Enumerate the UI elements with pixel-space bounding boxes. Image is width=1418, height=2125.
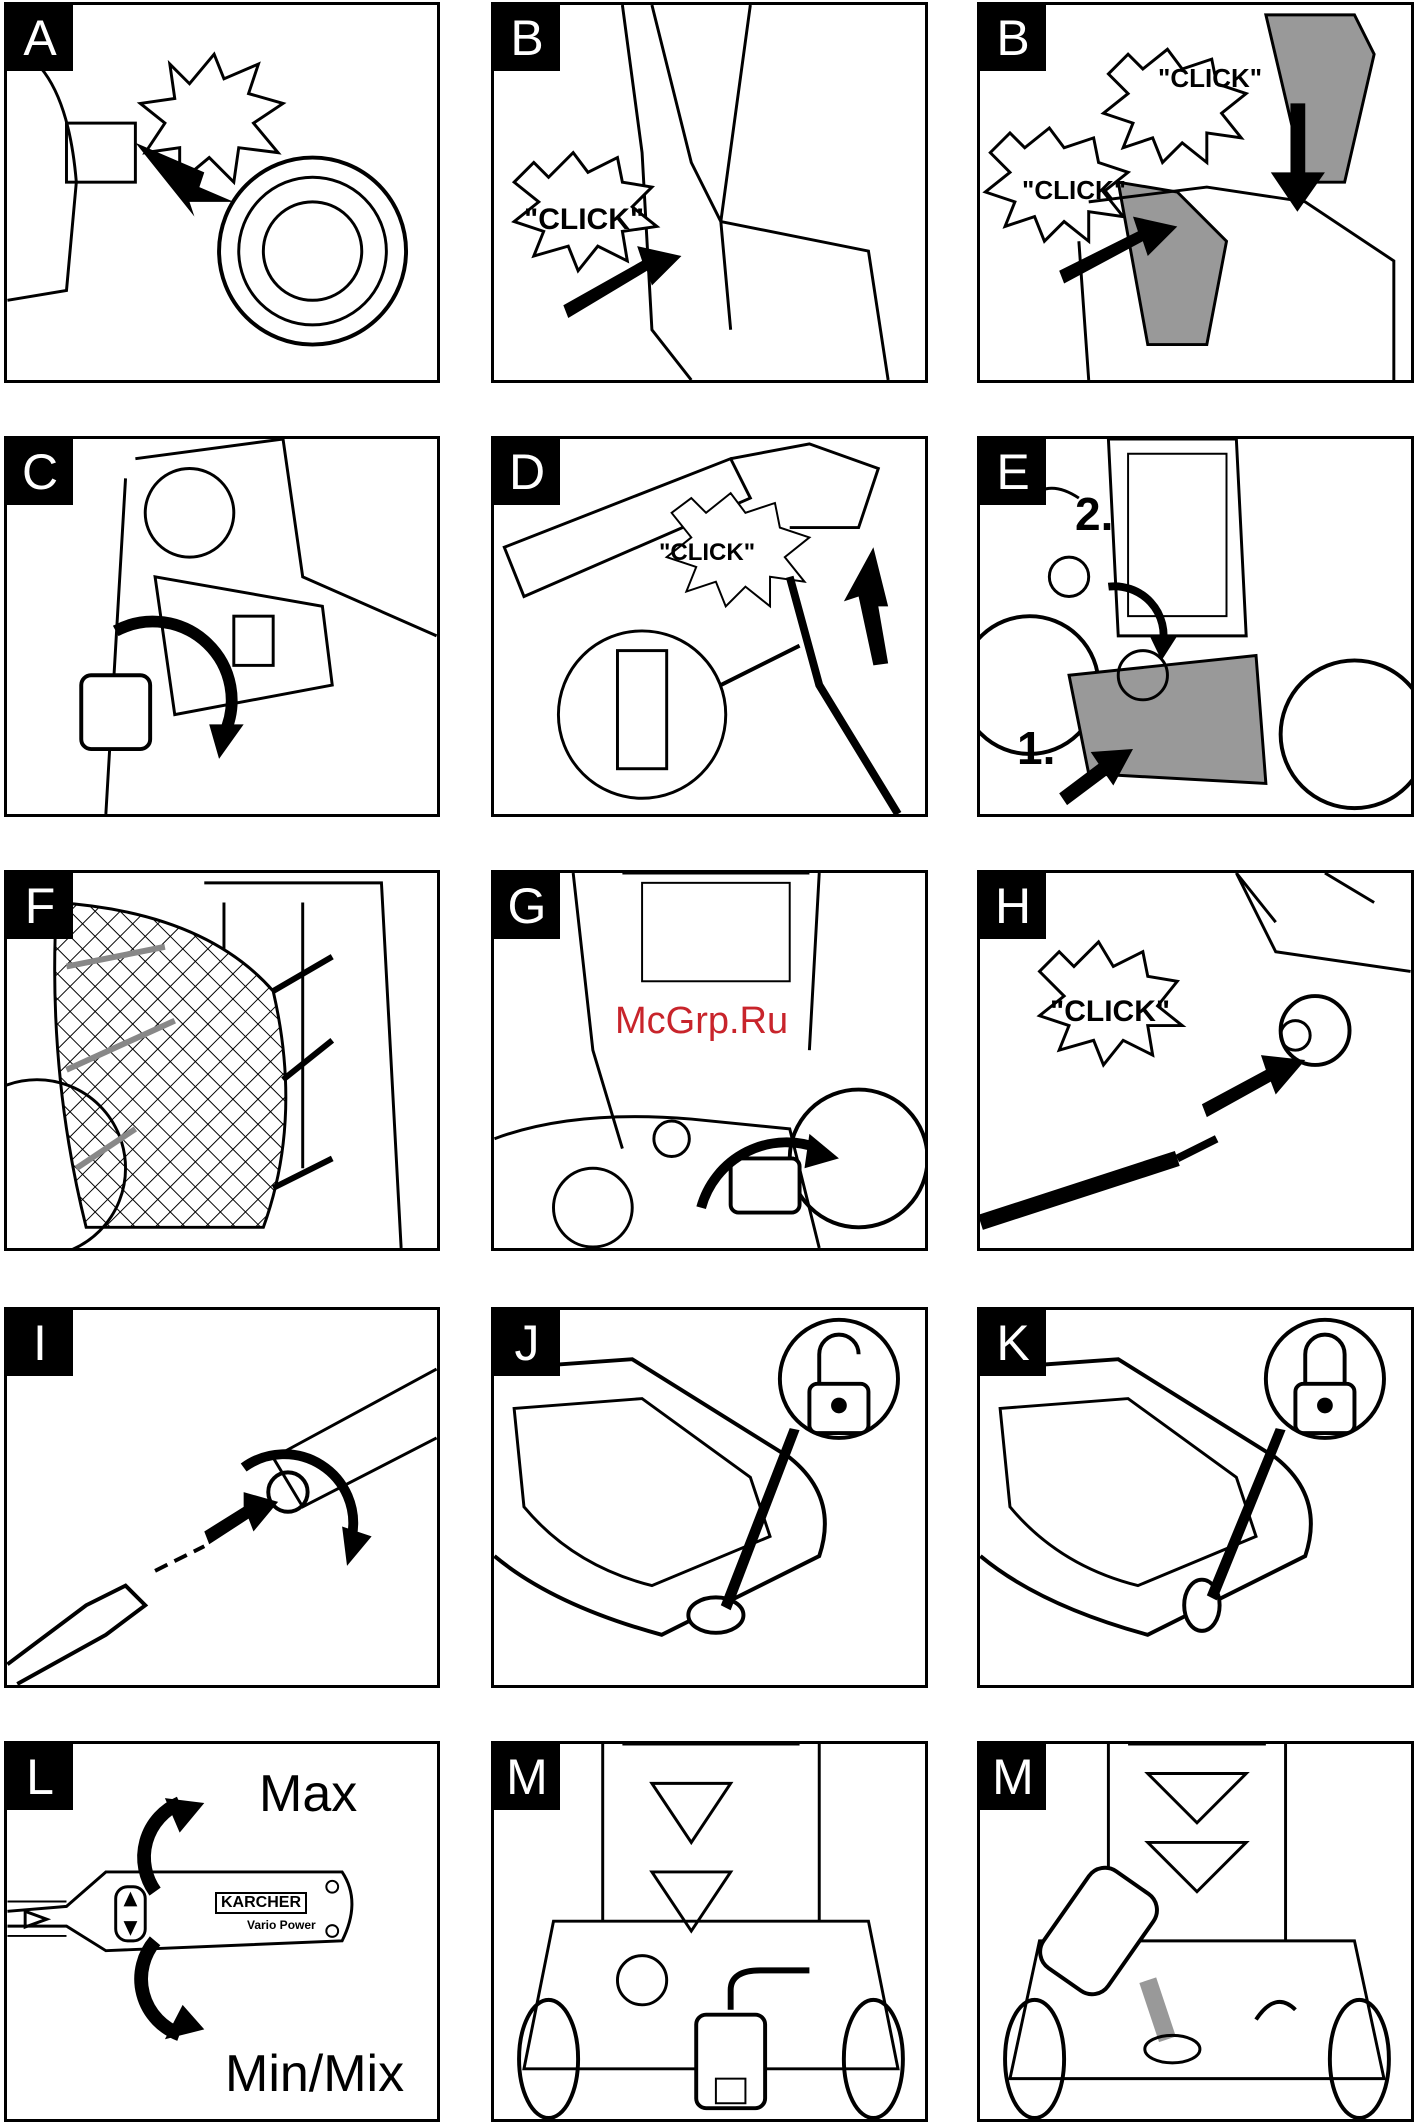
panel-i: I [4, 1307, 440, 1688]
panel-letter: D [494, 439, 560, 505]
panel-letter: H [980, 873, 1046, 939]
panel-letter: J [494, 1310, 560, 1376]
click-callout-top: "CLICK" [1158, 63, 1262, 94]
panel-letter: C [7, 439, 73, 505]
panel-letter: F [7, 873, 73, 939]
panel-f: F [4, 870, 440, 1251]
panel-letter: E [980, 439, 1046, 505]
panel-b2: B "CLICK" "CLICK" [977, 2, 1414, 383]
click-callout-left: "CLICK" [1022, 175, 1126, 206]
panel-m1: M [491, 1741, 928, 2122]
panel-c: C [4, 436, 440, 817]
panel-letter: B [980, 5, 1046, 71]
panel-letter: K [980, 1310, 1046, 1376]
click-callout: "CLICK" [1050, 995, 1170, 1029]
panel-g: G [491, 870, 928, 1251]
panel-letter: G [494, 873, 560, 939]
panel-letter: B [494, 5, 560, 71]
watermark: McGrp.Ru [615, 1000, 788, 1043]
panel-j: J [491, 1307, 928, 1688]
step-one: 1. [1017, 721, 1055, 775]
panel-letter: M [980, 1744, 1046, 1810]
panel-k: K [977, 1307, 1414, 1688]
karcher-logo: KARCHER [215, 1892, 307, 1914]
min-mix-label: Min/Mix [225, 2044, 404, 2104]
panel-letter: I [7, 1310, 73, 1376]
panel-b1: B "CLICK" [491, 2, 928, 383]
panel-letter: M [494, 1744, 560, 1810]
click-callout: "CLICK" [659, 539, 755, 567]
panel-e: E 1. 2. [977, 436, 1414, 817]
max-label: Max [259, 1764, 357, 1824]
panel-l: L Max Min/Mix KARCHER Vario Power [4, 1741, 440, 2122]
panel-d: D "CLICK" [491, 436, 928, 817]
panel-h: H "CLICK" [977, 870, 1414, 1251]
panel-a: A [4, 2, 440, 383]
vario-power-text: Vario Power [247, 1918, 316, 1932]
click-callout: "CLICK" [524, 203, 644, 237]
step-two: 2. [1075, 487, 1113, 541]
panel-letter: L [7, 1744, 73, 1810]
panel-letter: A [7, 5, 73, 71]
panel-m2: M [977, 1741, 1414, 2122]
